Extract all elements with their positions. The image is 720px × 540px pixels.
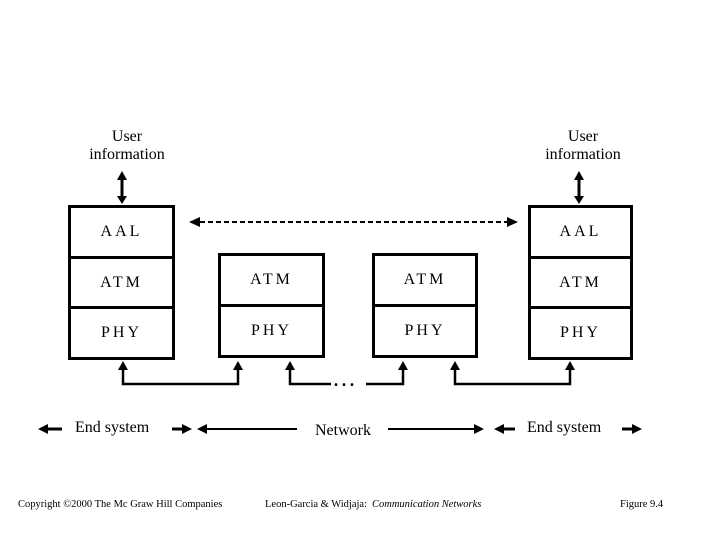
- end-system-label-left: End system: [75, 419, 150, 436]
- end-system-label-right: End system: [527, 419, 602, 436]
- network-label: Network: [315, 422, 371, 439]
- layer-atm: ATM: [71, 255, 172, 307]
- layer-phy: PHY: [375, 304, 475, 355]
- user-information-label-left: User information: [89, 128, 165, 164]
- network-extent-arrow-left-icon: [197, 424, 297, 434]
- end-system-right-extent-arrow-right-icon: [622, 424, 642, 434]
- figure-number-label: Figure 9.4: [620, 499, 664, 510]
- user-info-arrow-left-icon: [117, 171, 127, 204]
- end-system-right-extent-arrow-left-icon: [494, 424, 515, 434]
- layer-atm: ATM: [403, 271, 447, 288]
- network-extent-arrow-right-icon: [388, 424, 484, 434]
- layer-phy: PHY: [71, 306, 172, 357]
- end-system-left-extent-arrow-right-icon: [172, 424, 192, 434]
- protocol-stack-right-end-system: AAL ATM PHY: [528, 205, 633, 360]
- phy-link-connector-3: [450, 361, 575, 386]
- layer-phy: PHY: [531, 306, 630, 357]
- layer-aal: AAL: [559, 222, 602, 240]
- book-citation: Leon-Garcia & Widjaja: Communication Netw…: [265, 499, 481, 510]
- phy-link-connector-1: [118, 361, 243, 386]
- protocol-stack-network-switch-2: ATM PHY: [372, 253, 478, 358]
- network-ellipsis: ...: [333, 366, 357, 392]
- book-authors: Leon-Garcia & Widjaja:: [265, 499, 368, 510]
- layer-phy: PHY: [221, 304, 322, 355]
- user-info-arrow-right-icon: [574, 171, 584, 204]
- protocol-stack-left-end-system: AAL ATM PHY: [68, 205, 175, 360]
- copyright-notice: Copyright ©2000 The Mc Graw Hill Compani…: [18, 499, 223, 510]
- layer-aal: AAL: [100, 222, 143, 240]
- end-system-left-extent-arrow-left-icon: [38, 424, 62, 434]
- user-information-label-right: User information: [545, 128, 621, 164]
- layer-atm: ATM: [250, 271, 293, 288]
- layer-atm: ATM: [531, 255, 630, 307]
- protocol-stack-network-switch-1: ATM PHY: [218, 253, 325, 358]
- book-title: Communication Networks: [372, 499, 482, 510]
- phy-link-connector-2-left: [285, 361, 331, 386]
- phy-link-connector-2-right: [366, 361, 408, 386]
- aal-peer-dashed-arrow-icon: [189, 217, 518, 227]
